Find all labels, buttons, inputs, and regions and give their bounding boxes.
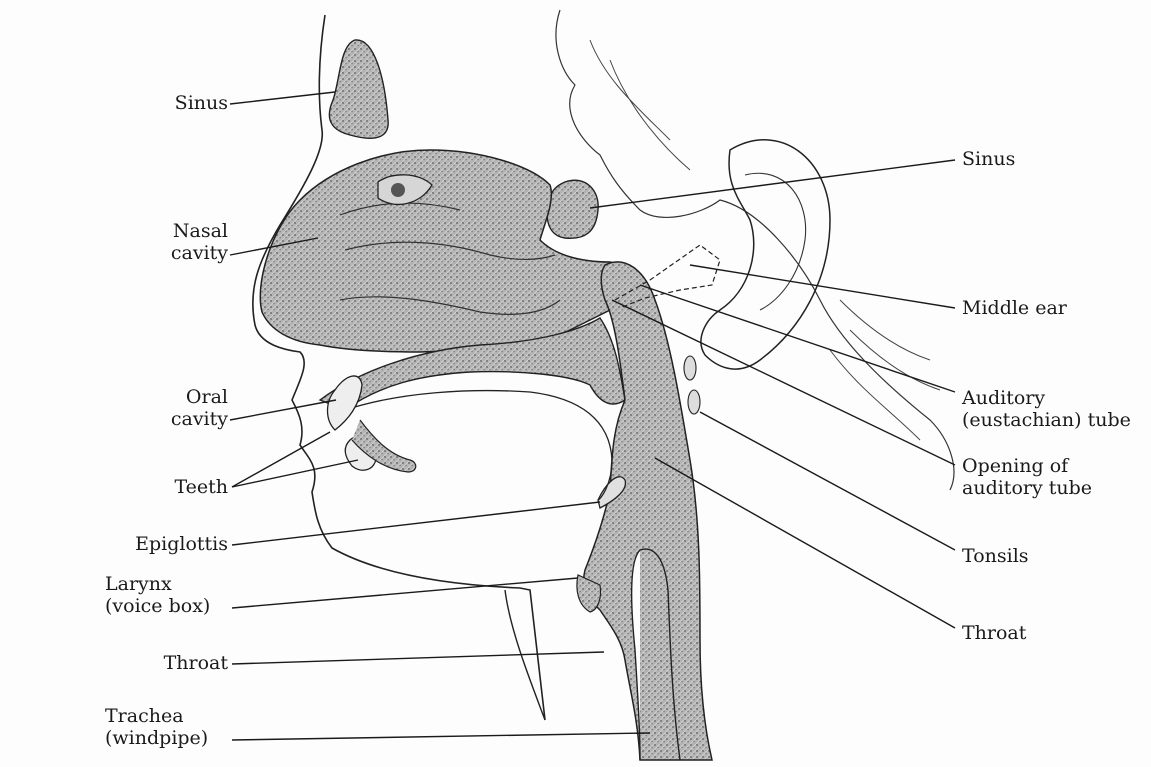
label-larynx: Larynx(voice box) [105, 573, 210, 617]
leader-teeth-2 [232, 460, 358, 487]
label-epiglottis: Epiglottis [100, 533, 228, 555]
tonsil-upper [684, 356, 696, 380]
tongue-outline [345, 391, 612, 500]
label-sinus-front: Sinus [150, 92, 228, 114]
leader-tonsils [700, 412, 955, 550]
label-trachea: Trachea(windpipe) [105, 705, 208, 749]
label-auditory-tube: Auditory(eustachian) tube [962, 387, 1131, 431]
label-sinus-back: Sinus [962, 148, 1015, 170]
label-throat-right: Throat [962, 622, 1026, 644]
leader-larynx [232, 578, 578, 608]
leader-trachea [232, 733, 650, 740]
eye-pupil [391, 183, 405, 197]
hair-outline [556, 10, 954, 490]
sinus-front-shape [329, 40, 388, 138]
tonsil-lower [688, 390, 700, 414]
leader-throat-left [232, 652, 604, 664]
upper-teeth [328, 376, 363, 430]
sinus-back-shape [547, 180, 598, 238]
leader-epiglottis [232, 502, 600, 545]
label-tonsils: Tonsils [962, 545, 1029, 567]
label-middle-ear: Middle ear [962, 297, 1067, 319]
leader-sinus-back [590, 160, 955, 208]
label-teeth: Teeth [130, 476, 228, 498]
leader-oral-cavity [230, 400, 336, 420]
label-throat-left: Throat [130, 652, 228, 674]
